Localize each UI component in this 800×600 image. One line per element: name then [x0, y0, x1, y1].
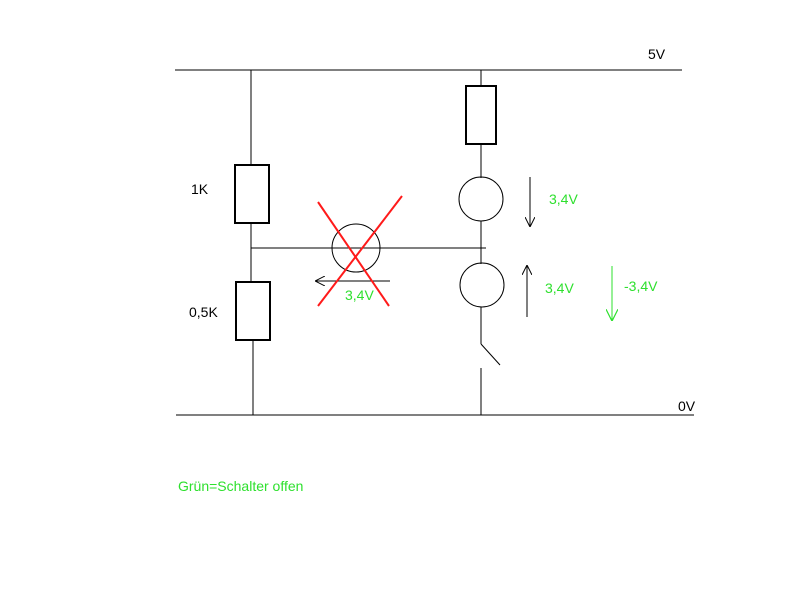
crossed-source-voltage-label: 3,4V [345, 287, 374, 303]
legend-text: Grün=Schalter offen [178, 478, 304, 494]
bottom-rail-label: 0V [678, 398, 696, 414]
upper-voltage-source-icon [458, 176, 504, 222]
switch-blade-icon [480, 343, 501, 366]
resistor-0-5k-label: 0,5K [189, 304, 218, 320]
resistor-1k-label: 1K [191, 181, 209, 197]
lower-source-voltage-label: 3,4V [545, 280, 574, 296]
upper-source-voltage-label: 3,4V [549, 191, 578, 207]
total-voltage-label: -3,4V [624, 278, 658, 294]
crossed-voltage-source-icon [331, 223, 381, 273]
red-cross-mark-icon [317, 195, 403, 307]
lower-voltage-source-icon [459, 262, 505, 308]
resistor-1k [234, 164, 270, 224]
top-rail-label: 5V [648, 46, 666, 62]
resistor-right [465, 85, 497, 145]
resistor-0-5k [235, 281, 271, 341]
